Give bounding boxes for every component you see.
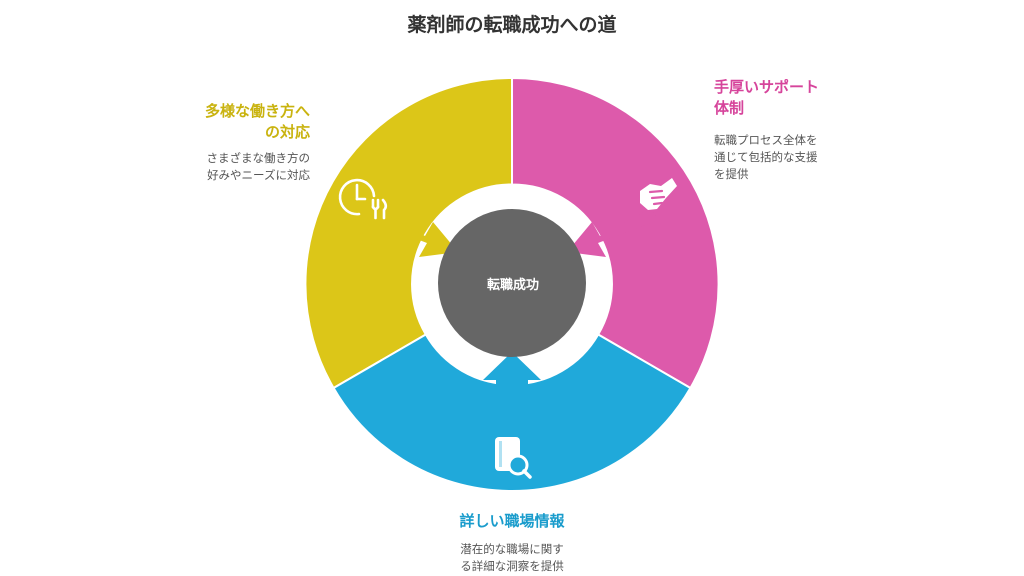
center-circle <box>438 209 586 357</box>
label-line: 手厚いサポート <box>714 78 820 96</box>
arrow-support <box>567 208 658 257</box>
label-line: 体制 <box>714 99 745 117</box>
label-flexible-work: 多様な働き方へ の対応 <box>205 101 310 143</box>
label-line: の対応 <box>264 123 310 141</box>
desc-support: 転職プロセス全体を 通じて包括的な支援 を提供 <box>714 132 818 183</box>
desc-line: 潜在的な職場に関す <box>460 542 564 556</box>
handshake-icon <box>640 178 677 210</box>
arrow-flexible-work <box>367 208 458 257</box>
diagram-title: 薬剤師の転職成功への道 <box>407 14 617 36</box>
label-support: 手厚いサポート 体制 <box>714 77 819 119</box>
desc-line: を提供 <box>714 167 749 181</box>
desc-line: さまざまな働き方の <box>206 151 311 165</box>
desc-workplace-info: 潜在的な職場に関す る詳細な洞察を提供 <box>0 541 1024 575</box>
desc-line: 通じて包括的な支援 <box>714 150 818 164</box>
desc-line: 好みやニーズに対応 <box>207 168 310 182</box>
center-label: 転職成功 <box>486 278 539 293</box>
label-workplace-info: 詳しい職場情報 <box>0 511 1024 532</box>
label-line: 多様な働き方へ <box>204 102 310 120</box>
clock-fork-icon <box>338 178 388 220</box>
desc-line: る詳細な洞察を提供 <box>460 559 564 573</box>
desc-flexible-work: さまざまな働き方の 好みやニーズに対応 <box>207 150 311 184</box>
arrow-workplace-info <box>483 352 541 430</box>
desc-line: 転職プロセス全体を <box>714 133 818 147</box>
document-search-icon <box>495 437 532 479</box>
label-line: 詳しい職場情報 <box>459 512 565 530</box>
